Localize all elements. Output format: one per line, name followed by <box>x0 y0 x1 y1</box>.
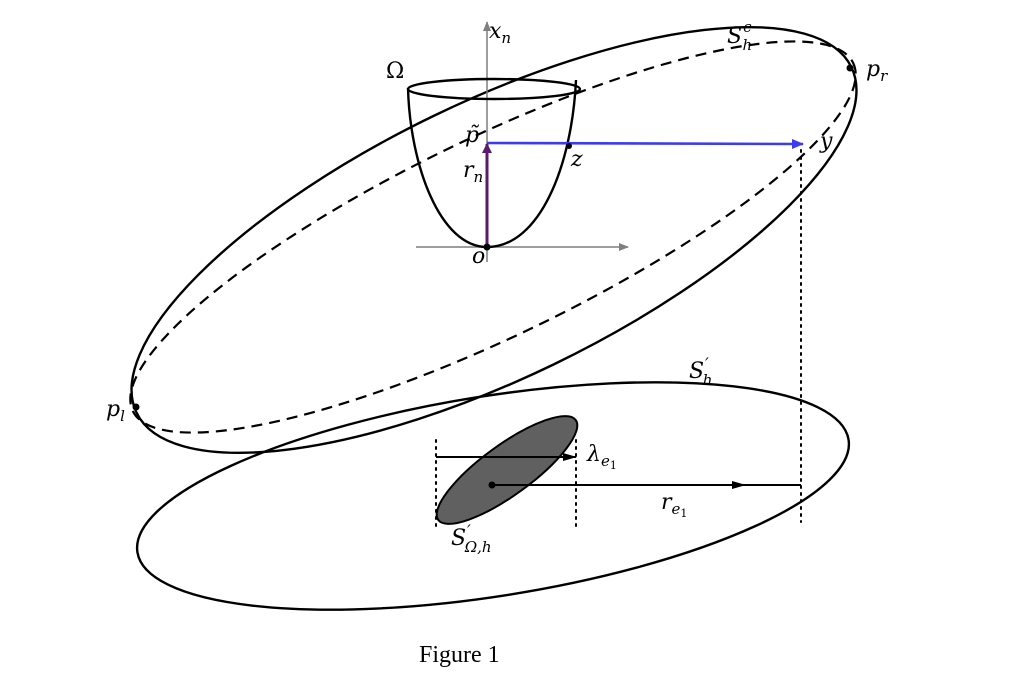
label-re1: re1 <box>661 490 687 520</box>
arrow-ptilde-y <box>486 138 804 149</box>
label-rn: rn <box>463 158 483 186</box>
point-pl <box>132 403 140 411</box>
cup-omega <box>406 79 578 249</box>
point-z <box>566 143 572 149</box>
figure-caption: Figure 1 <box>419 642 500 668</box>
label-o: o <box>472 244 485 269</box>
label-xn: xn <box>489 19 511 47</box>
point-o <box>483 243 491 251</box>
label-y: y <box>819 129 833 154</box>
label-shprime: S′h <box>689 354 712 389</box>
ellipse-shc-dashed <box>129 40 857 434</box>
label-pr: pr <box>866 57 888 85</box>
ellipse-somega <box>435 415 579 525</box>
center-dot <box>488 481 496 489</box>
cup-omega-rim <box>406 77 582 101</box>
label-lambda: λe1 <box>586 442 617 472</box>
point-pr <box>846 64 854 72</box>
label-somega: S′Ω,h <box>451 521 492 556</box>
label-pl: pl <box>106 397 125 425</box>
ellipse-shprime <box>135 381 851 611</box>
label-ptilde: p̃ <box>465 123 480 148</box>
label-omega: Ω <box>386 59 404 84</box>
label-z: z <box>570 147 583 172</box>
